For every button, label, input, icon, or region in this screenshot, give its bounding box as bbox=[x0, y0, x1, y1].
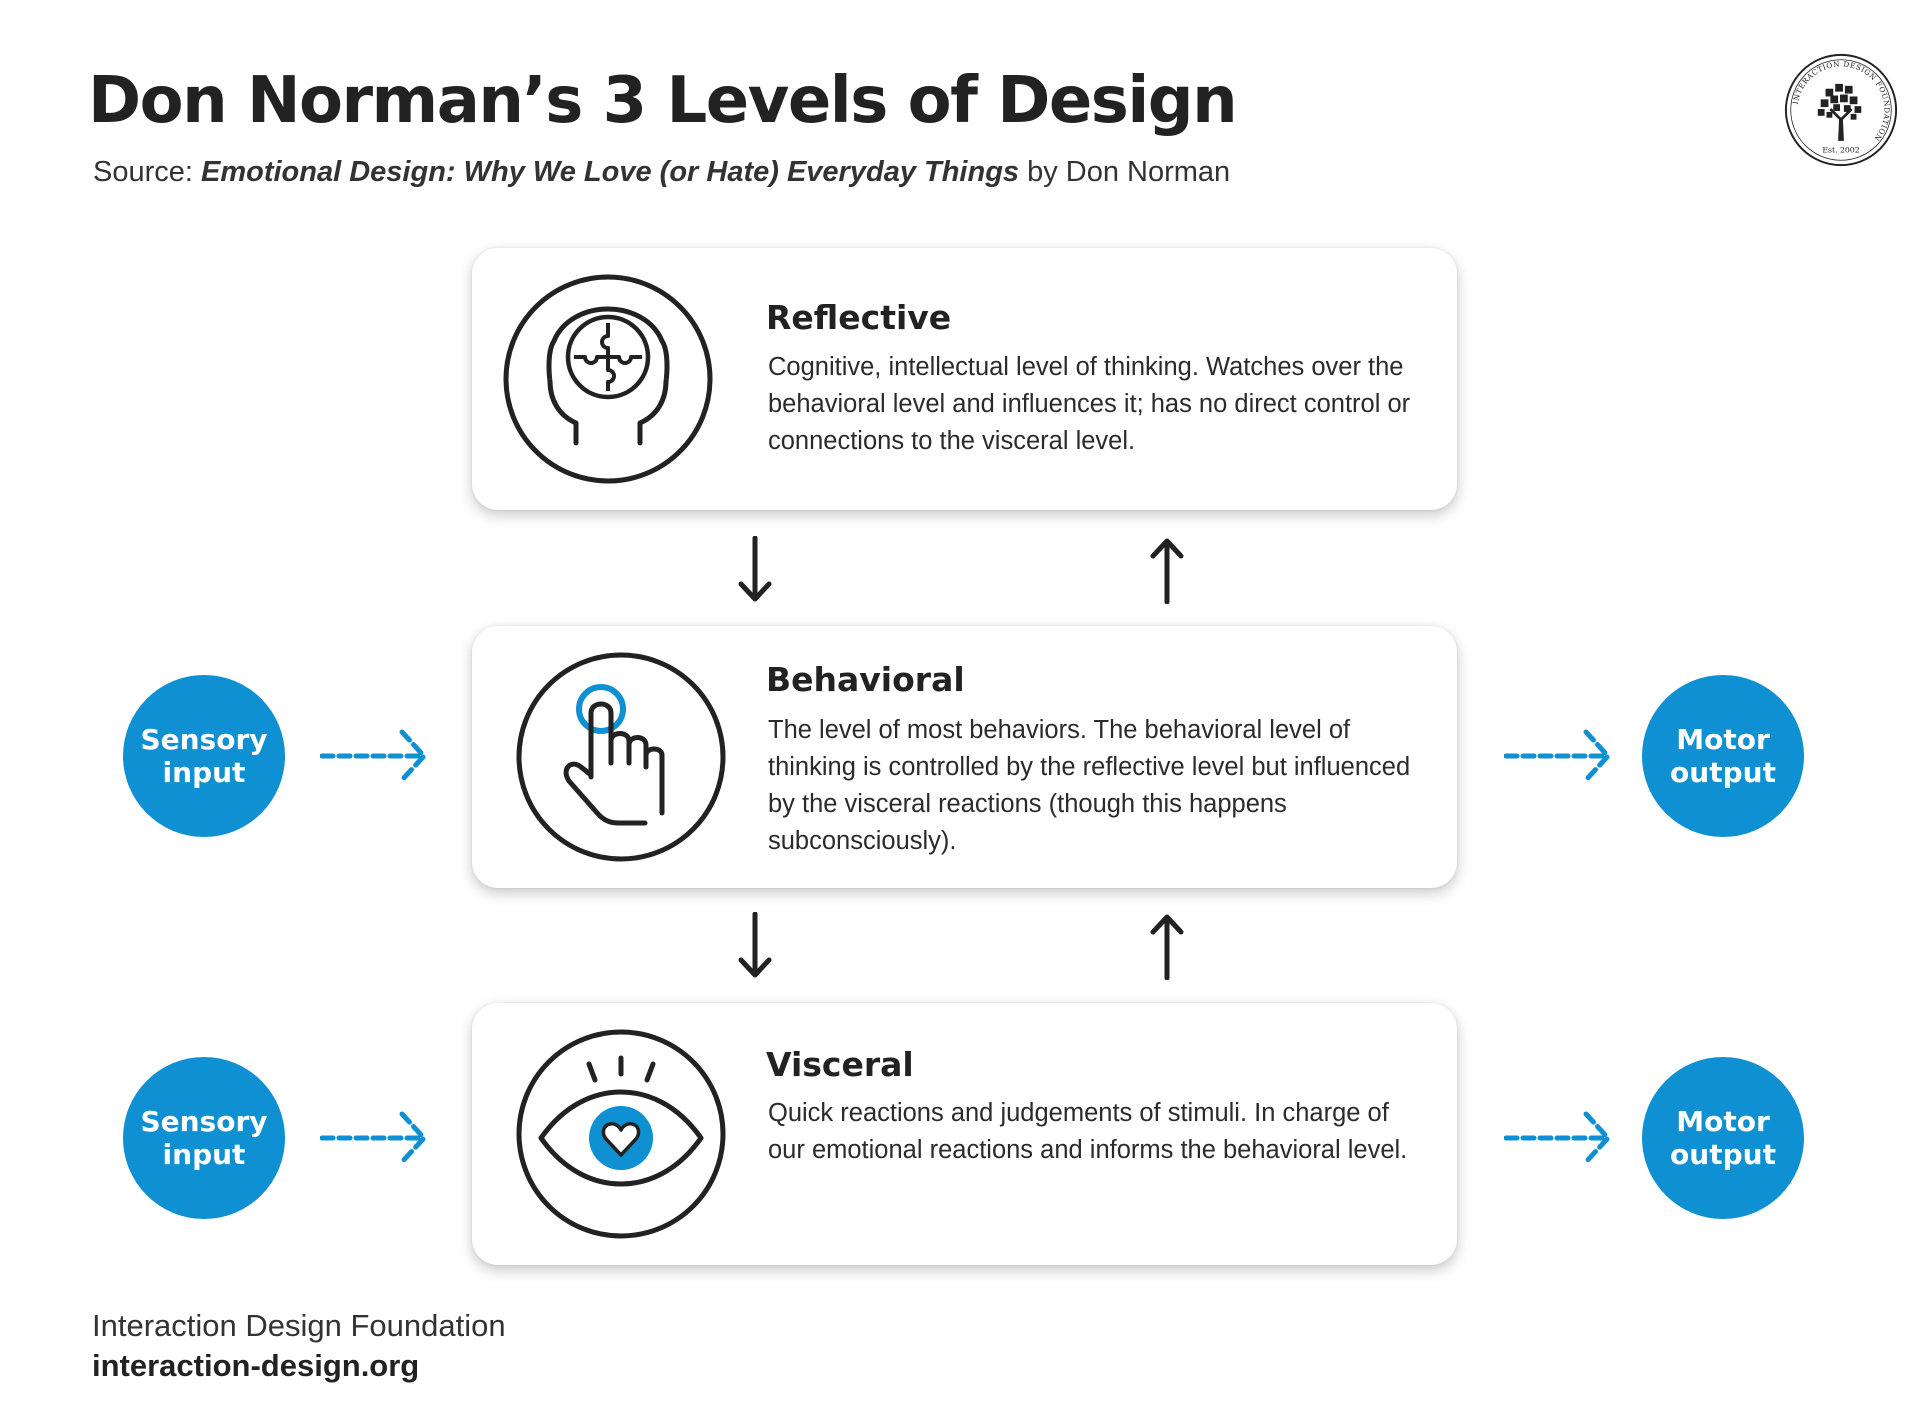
head-puzzle-icon bbox=[503, 274, 713, 484]
hand-pointer-icon bbox=[516, 652, 726, 862]
page-title: Don Norman’s 3 Levels of Design bbox=[88, 64, 1238, 138]
motor-output-bubble: Motor output bbox=[1642, 1057, 1804, 1219]
source-author: by Don Norman bbox=[1019, 156, 1231, 188]
level-title-reflective: Reflective bbox=[766, 298, 952, 337]
tree-logo-icon bbox=[1817, 83, 1862, 141]
logo-est: Est. 2002 bbox=[1822, 146, 1859, 155]
eye-heart-icon bbox=[516, 1029, 726, 1239]
level-desc-visceral: Quick reactions and judgements of stimul… bbox=[768, 1099, 1408, 1164]
dashed-arrow-icon bbox=[1504, 729, 1611, 783]
dashed-arrow-icon bbox=[320, 1111, 427, 1165]
footer-org: Interaction Design Foundation bbox=[92, 1308, 506, 1343]
level-desc-behavioral: The level of most behaviors. The behavio… bbox=[768, 716, 1411, 855]
down-arrow-icon bbox=[738, 536, 772, 602]
source-book-title: Emotional Design: Why We Love (or Hate) … bbox=[201, 156, 1020, 188]
source-prefix: Source: bbox=[93, 156, 201, 188]
level-title-visceral: Visceral bbox=[766, 1045, 914, 1084]
up-arrow-icon bbox=[1150, 914, 1184, 980]
reflective-card: Reflective Cognitive, intellectual level… bbox=[472, 248, 1457, 510]
down-arrow-icon bbox=[738, 912, 772, 978]
source-line: Source: Emotional Design: Why We Love (o… bbox=[93, 156, 1230, 189]
motor-output-bubble: Motor output bbox=[1642, 675, 1804, 837]
dashed-arrow-icon bbox=[320, 729, 427, 783]
visceral-card: Visceral Quick reactions and judgements … bbox=[472, 1003, 1457, 1265]
up-arrow-icon bbox=[1150, 538, 1184, 604]
level-desc-reflective: Cognitive, intellectual level of thinkin… bbox=[768, 353, 1411, 455]
sensory-input-bubble: Sensory input bbox=[123, 1057, 285, 1219]
idf-logo: INTERACTION DESIGN FOUNDATION Est. 2002 bbox=[1784, 53, 1898, 167]
level-title-behavioral: Behavioral bbox=[766, 660, 965, 699]
behavioral-card: Behavioral The level of most behaviors. … bbox=[472, 626, 1457, 888]
dashed-arrow-icon bbox=[1504, 1111, 1611, 1165]
sensory-input-bubble: Sensory input bbox=[123, 675, 285, 837]
footer-url[interactable]: interaction-design.org bbox=[92, 1348, 420, 1383]
